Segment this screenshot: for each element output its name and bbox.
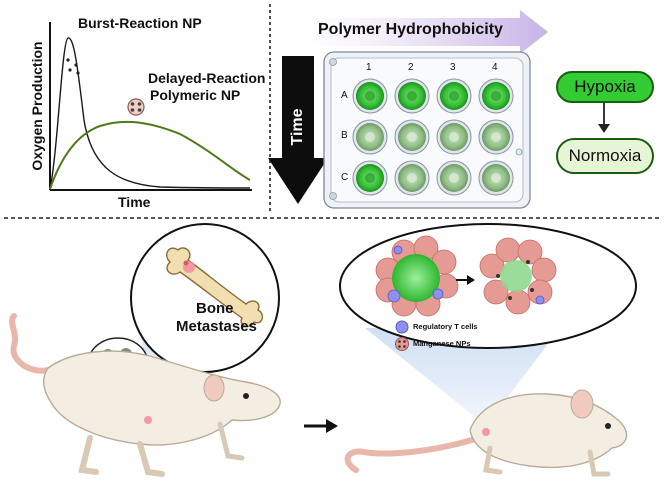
time-arrow-label: Time (289, 108, 306, 146)
burst-np-dot (68, 68, 72, 72)
bone-label-line1: Bone (196, 300, 234, 317)
hydrophobicity-label: Polymer Hydrophobicity (318, 21, 503, 38)
row-label-c: C (341, 172, 349, 183)
well-core (407, 91, 417, 101)
legend-manganese-label: Manganese NPs (413, 339, 471, 348)
y-axis-label: Oxygen Production (29, 41, 45, 171)
well-core (365, 91, 375, 101)
normoxia-state: Normoxia (556, 138, 654, 174)
tumor-before (375, 235, 459, 317)
delayed-reaction-label-line2: Polymeric NP (150, 87, 241, 103)
burst-np-dot (74, 63, 78, 67)
well-core (407, 132, 417, 142)
column-label-3: 3 (450, 62, 456, 73)
time-arrow (268, 56, 328, 204)
femur-bone (166, 247, 264, 328)
hypoxia-state: Hypoxia (556, 71, 654, 103)
bone-label-line2: Metastases (176, 318, 257, 335)
well-core (449, 132, 459, 142)
tumor-after (479, 237, 557, 315)
hydrophobicity-arrow (308, 10, 548, 54)
burst-np-dot (76, 71, 80, 75)
column-label-4: 4 (492, 62, 498, 73)
delayed-reaction-label-line1: Delayed-Reaction (148, 70, 266, 86)
well-core (449, 91, 459, 101)
wells-group (352, 78, 514, 196)
tumor-transition-arrow-head (467, 275, 475, 285)
row-label-b: B (341, 130, 348, 141)
burst-reaction-label: Burst-Reaction NP (78, 15, 202, 31)
legend-treg-icon (395, 320, 409, 334)
x-axis-label: Time (118, 194, 151, 210)
well-core (491, 91, 501, 101)
delayed-curve (49, 120, 251, 190)
burst-np-dot (66, 58, 70, 62)
column-label-1: 1 (366, 62, 372, 73)
well-core (365, 173, 375, 183)
well-core (491, 132, 501, 142)
legend-manganese-icon (395, 337, 409, 351)
tumor-inset-beam (365, 328, 560, 426)
burst-curve (49, 37, 251, 190)
left-mouse (9, 313, 281, 477)
column-label-2: 2 (408, 62, 414, 73)
legend-treg-label: Regulatory T cells (413, 322, 478, 331)
polymeric-np-icon (127, 98, 145, 116)
well-core (365, 132, 375, 142)
state-arrow-head (598, 124, 610, 133)
well-core (449, 173, 459, 183)
row-label-a: A (341, 90, 348, 101)
right-mouse (344, 389, 628, 477)
well-core (407, 173, 417, 183)
bone-inset-circle (130, 223, 280, 373)
well-core (491, 173, 501, 183)
mouse-transition-arrow-head (326, 419, 338, 433)
